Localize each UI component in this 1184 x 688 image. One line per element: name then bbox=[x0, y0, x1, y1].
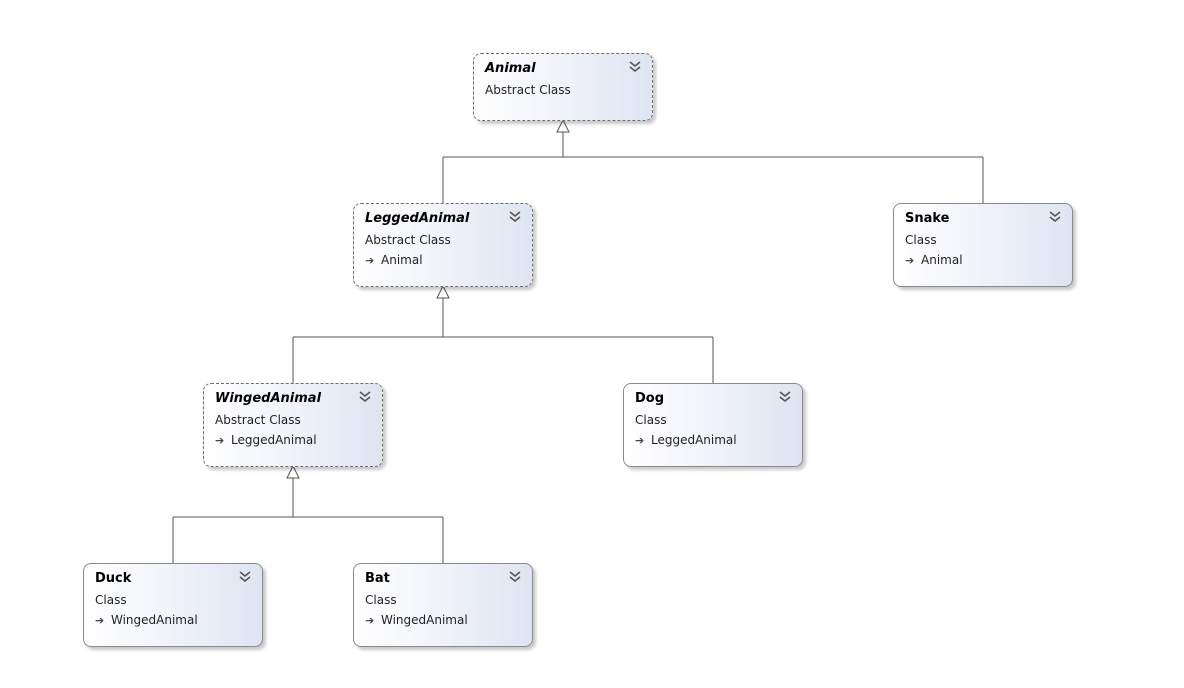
generalization-arrow-animal bbox=[556, 118, 570, 133]
inheritance-arrow-icon: ➔ bbox=[635, 434, 645, 447]
class-shape-winged-animal[interactable]: WingedAnimal Abstract Class ➔ LeggedAnima… bbox=[203, 383, 383, 467]
class-name: Bat bbox=[365, 571, 390, 586]
double-chevron-down-icon[interactable] bbox=[628, 60, 642, 74]
inheritance-arrow-icon: ➔ bbox=[365, 254, 375, 267]
class-kind: Class bbox=[365, 593, 397, 607]
generalization-arrow-legged-animal bbox=[436, 284, 450, 299]
class-name: Animal bbox=[485, 61, 536, 76]
class-base-type: ➔ Animal bbox=[905, 253, 963, 267]
base-type-name: Animal bbox=[921, 253, 963, 267]
inheritance-arrow-icon: ➔ bbox=[95, 614, 105, 627]
inheritance-arrow-icon: ➔ bbox=[365, 614, 375, 627]
class-name: Dog bbox=[635, 391, 665, 406]
double-chevron-down-icon[interactable] bbox=[238, 570, 252, 584]
double-chevron-down-icon[interactable] bbox=[778, 390, 792, 404]
generalization-arrow-winged-animal bbox=[286, 464, 300, 479]
double-chevron-down-icon[interactable] bbox=[1048, 210, 1062, 224]
class-shape-bat[interactable]: Bat Class ➔ WingedAnimal bbox=[353, 563, 533, 647]
class-name: WingedAnimal bbox=[215, 391, 322, 406]
base-type-name: Animal bbox=[381, 253, 423, 267]
inheritance-arrow-icon: ➔ bbox=[215, 434, 225, 447]
class-kind: Class bbox=[905, 233, 937, 247]
class-kind: Abstract Class bbox=[215, 413, 301, 427]
double-chevron-down-icon[interactable] bbox=[358, 390, 372, 404]
class-kind: Class bbox=[95, 593, 127, 607]
class-base-type: ➔ WingedAnimal bbox=[95, 613, 198, 627]
base-type-name: LeggedAnimal bbox=[651, 433, 737, 447]
base-type-name: WingedAnimal bbox=[381, 613, 468, 627]
class-kind: Class bbox=[635, 413, 667, 427]
class-kind: Abstract Class bbox=[365, 233, 451, 247]
class-base-type: ➔ LeggedAnimal bbox=[215, 433, 317, 447]
class-shape-animal[interactable]: Animal Abstract Class bbox=[473, 53, 653, 121]
double-chevron-down-icon[interactable] bbox=[508, 570, 522, 584]
class-name: Snake bbox=[905, 211, 950, 226]
double-chevron-down-icon[interactable] bbox=[508, 210, 522, 224]
class-shape-duck[interactable]: Duck Class ➔ WingedAnimal bbox=[83, 563, 263, 647]
class-name: LeggedAnimal bbox=[365, 211, 470, 226]
class-base-type: ➔ WingedAnimal bbox=[365, 613, 468, 627]
class-shape-dog[interactable]: Dog Class ➔ LeggedAnimal bbox=[623, 383, 803, 467]
base-type-name: WingedAnimal bbox=[111, 613, 198, 627]
class-name: Duck bbox=[95, 571, 132, 586]
class-shape-snake[interactable]: Snake Class ➔ Animal bbox=[893, 203, 1073, 287]
inheritance-arrow-icon: ➔ bbox=[905, 254, 915, 267]
class-base-type: ➔ Animal bbox=[365, 253, 423, 267]
class-kind: Abstract Class bbox=[485, 83, 571, 97]
class-shape-legged-animal[interactable]: LeggedAnimal Abstract Class ➔ Animal bbox=[353, 203, 533, 287]
class-base-type: ➔ LeggedAnimal bbox=[635, 433, 737, 447]
base-type-name: LeggedAnimal bbox=[231, 433, 317, 447]
